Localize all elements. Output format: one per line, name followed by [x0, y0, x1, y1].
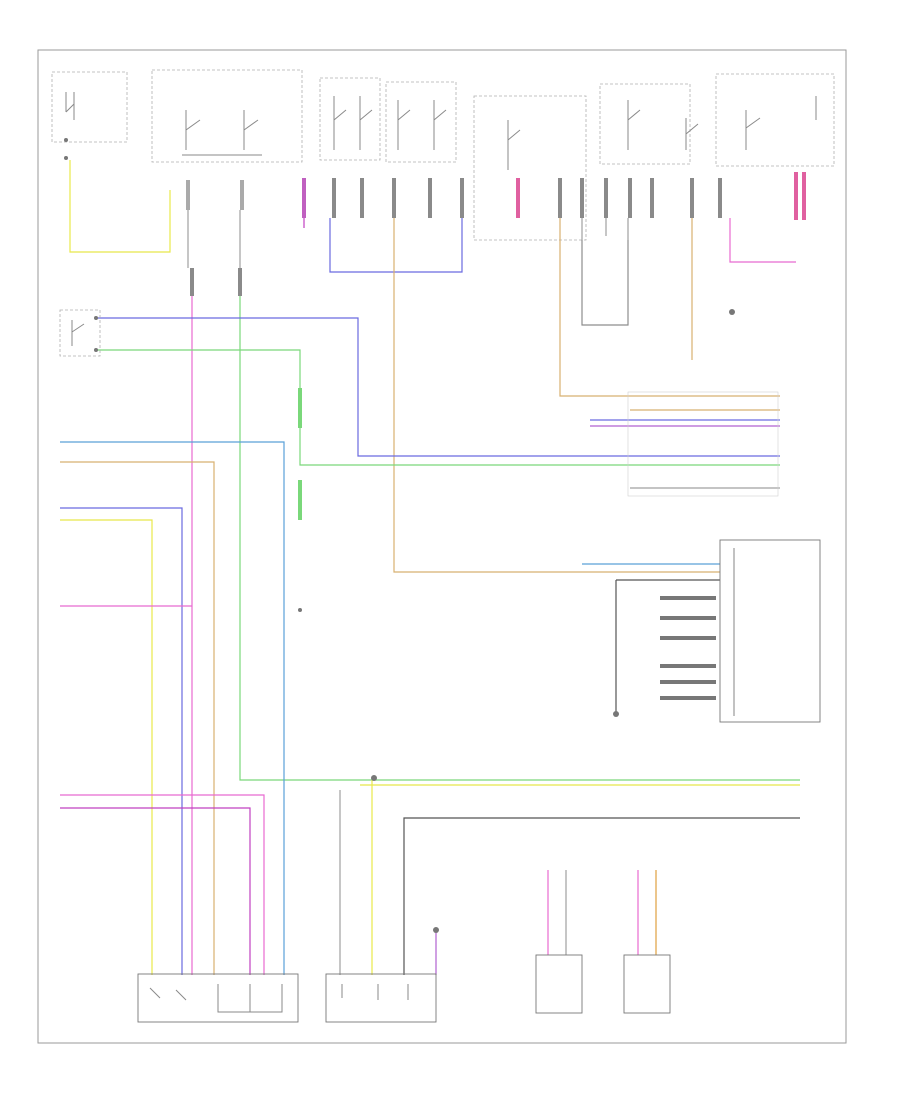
- module-pin: [660, 680, 716, 684]
- switch-box-4: [385, 81, 457, 163]
- connector-stud: [360, 178, 364, 218]
- switch-symbol-2: [185, 110, 259, 150]
- speaker-right: [623, 954, 671, 1014]
- connector-row-mid: [190, 268, 242, 296]
- wire-green-2: [96, 349, 780, 466]
- switch-box-3: [319, 77, 381, 161]
- connector-stud: [186, 180, 190, 210]
- wire-blue-3: [60, 507, 183, 975]
- connector-stud: [302, 178, 306, 218]
- switch-symbol-6: [627, 100, 699, 150]
- wire-green-1: [239, 296, 330, 781]
- wire-tan-1: [393, 218, 720, 573]
- connector-stud: [332, 178, 336, 218]
- connector-stud: [516, 178, 520, 218]
- bottom-left-switches: [149, 984, 283, 1013]
- ground-point: [298, 608, 302, 612]
- connector-stud: [392, 178, 396, 218]
- wires: [60, 160, 800, 975]
- connector-stud: [628, 178, 632, 218]
- connector-stud: [794, 172, 798, 220]
- connector-stud: [460, 178, 464, 218]
- wire-blue-2: [96, 317, 780, 457]
- mid-sensor: [581, 240, 735, 326]
- connector-pin: [64, 138, 68, 142]
- module-pin: [660, 616, 716, 620]
- ground-point: [613, 711, 619, 717]
- switch-box-6: [599, 83, 691, 165]
- wire-pink-4: [60, 794, 265, 975]
- connector-stud: [558, 178, 562, 218]
- switch-symbol-1: [65, 92, 75, 120]
- wire-tan-4: [60, 461, 215, 975]
- wire-yellow-1: [69, 160, 171, 253]
- connector-pin: [94, 316, 98, 320]
- switch-box-2: [151, 69, 303, 163]
- module-box-5: [473, 95, 587, 241]
- module-pin: [660, 636, 716, 640]
- connector-stud: [238, 268, 242, 296]
- sensor-box: [59, 309, 101, 357]
- wire-dark-1: [403, 817, 800, 975]
- connector-stud: [802, 172, 806, 220]
- wire-tan-2: [559, 218, 780, 397]
- connector-stud: [240, 180, 244, 210]
- bottom-left-module: [137, 973, 299, 1023]
- wire-gray-connect: [187, 210, 241, 268]
- wire-blue-loop: [329, 218, 463, 273]
- ground-point: [729, 309, 735, 315]
- splice-column: [298, 388, 302, 612]
- bottom-modules: [137, 775, 671, 1023]
- speaker-left: [535, 954, 583, 1014]
- module-pin: [660, 696, 716, 700]
- splice-block: [298, 480, 302, 520]
- splice-block: [298, 388, 302, 428]
- left-sensor: [59, 309, 101, 357]
- bottom-mid-module: [325, 973, 437, 1023]
- mid-sensor-bracket: [581, 240, 629, 326]
- switch-symbol-7: [745, 96, 817, 150]
- connector-stud: [718, 178, 722, 218]
- wire-gray-loop: [581, 218, 629, 326]
- connector-stud: [604, 178, 608, 218]
- connector-row-top: [186, 172, 806, 220]
- module-pin: [660, 664, 716, 668]
- ground-point: [433, 927, 439, 933]
- connector-stud: [690, 178, 694, 218]
- connector-stud: [428, 178, 432, 218]
- diagram-frame: [37, 49, 847, 1044]
- splice-point: [371, 775, 377, 781]
- right-module: [613, 539, 821, 723]
- top-switch-group: [51, 69, 835, 241]
- wire-violet-2: [60, 807, 251, 975]
- sensor-symbol: [71, 320, 85, 346]
- connector-pin: [94, 348, 98, 352]
- connector-stud: [650, 178, 654, 218]
- wire-lightblue-1: [60, 441, 285, 975]
- wire-yellow-2: [60, 519, 153, 975]
- bottom-mid-symbols: [341, 984, 409, 1000]
- module-pin-bank: [660, 596, 716, 700]
- switch-symbol-5: [507, 120, 521, 170]
- connector-table: [627, 391, 779, 497]
- connector-stud: [190, 268, 194, 296]
- module-pin: [660, 596, 716, 600]
- switch-symbol-3: [333, 96, 373, 150]
- connector-pin: [64, 156, 68, 160]
- switch-box-1: [51, 71, 128, 143]
- wire-dark-2: [615, 579, 720, 712]
- switch-symbol-4: [397, 100, 447, 150]
- connector-stud: [580, 178, 584, 218]
- right-connector-table: [627, 391, 779, 497]
- module-box: [719, 539, 821, 723]
- wire-pink-2: [729, 218, 796, 263]
